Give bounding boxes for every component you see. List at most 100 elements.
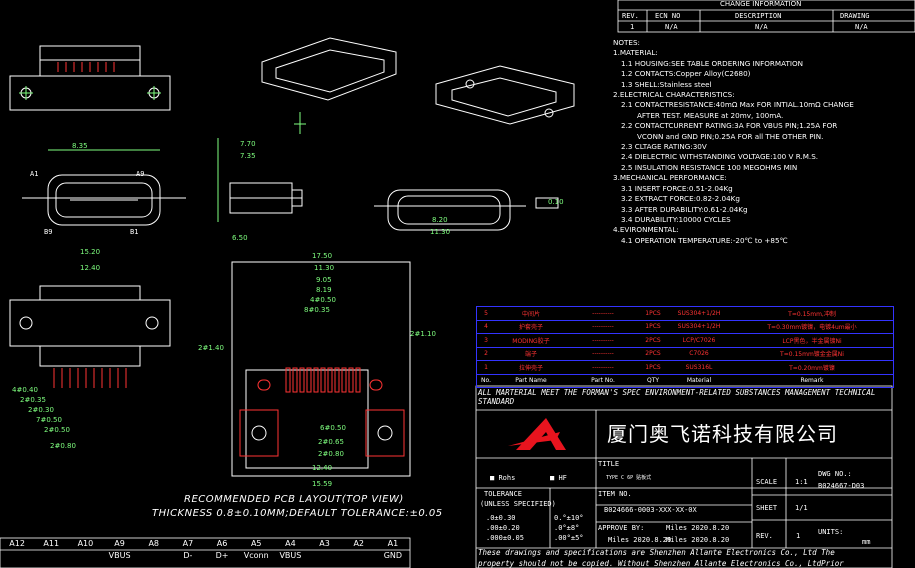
drawn-value-2: Miles 2020.8.20 — [666, 536, 730, 544]
dim-pcb-2x080: 2#0.80 — [318, 450, 344, 458]
bom-cell: 1PCS — [645, 323, 661, 331]
bom-cell: 2 — [484, 350, 488, 358]
sheet-value: 1/1 — [795, 504, 808, 512]
pin-function: D- — [183, 551, 193, 560]
tolerance-title: TOLERANCE — [484, 490, 522, 498]
dim-bottom-820: 8.20 — [432, 216, 448, 224]
dim-side-3: 7#0.50 — [36, 416, 62, 424]
dim-side-2: 2#0.30 — [28, 406, 54, 414]
dim-bottom-1130: 11.30 — [430, 228, 450, 236]
pin-label: A7 — [182, 539, 194, 548]
bom-cell: C7026 — [689, 350, 709, 358]
change-info-desc: N/A — [755, 23, 768, 31]
scale-value: 1:1 — [795, 478, 808, 486]
connector-3d-view — [261, 37, 575, 134]
title-label: TITLE — [598, 460, 620, 468]
bom-cell: SUS304+1/2H — [677, 309, 721, 317]
change-info-title: CHANGE INFORMATION — [720, 0, 802, 8]
drawn-value: Miles 2020.8.20 — [608, 536, 672, 544]
dwg-value: B024667-D03 — [818, 482, 865, 490]
dim-pcb-2x110: 2#1.10 — [410, 330, 436, 338]
pin-label: A4 — [285, 539, 296, 548]
dim-pcb-819: 8.19 — [316, 286, 332, 294]
dim-front-width: 8.35 — [72, 142, 88, 150]
dim-pcb-2x140: 2#1.40 — [198, 344, 224, 352]
label-a1: A1 — [30, 170, 38, 178]
tolerance-angle-2: .00°±5° — [554, 534, 584, 542]
bom-cell: T=0.15mm,冲制 — [788, 310, 836, 318]
note-item: 4.EVIRONMENTAL: — [613, 225, 679, 235]
units-label: UNITS: — [818, 528, 844, 536]
dim-pcb-2x065: 2#0.65 — [318, 438, 344, 446]
bom-cell: 4 — [484, 323, 488, 331]
bom-cell: 1PCS — [645, 363, 661, 371]
dim-side-650: 6.50 — [232, 234, 248, 242]
bom-cell: ---------- — [592, 309, 614, 317]
dim-side-1: 2#0.35 — [20, 396, 46, 404]
rev-value: 1 — [796, 532, 801, 540]
dim-pcb-1559: 15.59 — [312, 480, 332, 488]
bom-header: Material — [686, 377, 712, 385]
bom-cell: T=0.30mm镀镍，电镀4um最小 — [767, 324, 857, 332]
approve-value: Miles 2020.8.20 — [666, 524, 730, 532]
pin-label: A10 — [77, 539, 94, 548]
rev-label: REV. — [756, 532, 773, 540]
connector-bottom-view — [374, 189, 559, 231]
bom-header: Part No. — [591, 377, 615, 385]
note-item: VCONN and GND PIN;0.25A FOR all THE OTHE… — [637, 131, 824, 141]
title-value: TYPE C 6P 贴板式 — [606, 475, 652, 481]
units-value: mm — [862, 538, 871, 546]
bom-cell: T=0.20mm镀镍 — [789, 364, 835, 372]
bom-cell: SUS304+1/2H — [677, 323, 721, 331]
tolerance-sub: (UNLESS SPECIFIED) — [480, 500, 556, 508]
bom-cell: 1 — [484, 363, 488, 371]
note-item: 1.1 HOUSING:SEE TABLE ORDERING INFORMATI… — [621, 58, 803, 68]
note-item: 2.5 INSULATION RESISTANCE 100 MEGOHMS MI… — [621, 162, 798, 172]
pin-label: A1 — [387, 539, 399, 548]
change-info-header-drawing: DRAWING — [840, 12, 870, 20]
connector-top-view — [9, 45, 171, 111]
dim-side-4: 2#0.50 — [44, 426, 70, 434]
pin-function: VBUS — [279, 551, 302, 560]
dim-pcb-1130: 11.30 — [314, 264, 334, 272]
tolerance-linear-2: .000±0.05 — [486, 534, 524, 542]
pcb-pads — [285, 367, 361, 393]
connector-side-view — [217, 138, 303, 222]
bom-cell: 拉伸壳子 — [518, 364, 543, 372]
bom-header: Part Name — [515, 377, 547, 385]
bom-cell: LCP/C7026 — [682, 336, 716, 344]
note-item: 3.4 DURABILITY:10000 CYCLES — [621, 214, 731, 224]
dim-pcb-450: 4#0.50 — [310, 296, 336, 304]
bom-cell: ---------- — [592, 336, 614, 344]
bom-cell: 2PCS — [645, 336, 661, 344]
dimension-labels: 8.35 7.70 7.35 6.50 8.20 11.30 0.10 15.2… — [12, 140, 564, 488]
bom-cell: ---------- — [592, 323, 614, 331]
note-item: AFTER TEST. MEASURE at 20mv, 100mA. — [637, 110, 784, 120]
dim-1520: 15.20 — [80, 248, 100, 256]
notes-list: 1.MATERIAL:1.1 HOUSING:SEE TABLE ORDERIN… — [613, 48, 913, 246]
bom-cell: MODING胶子 — [512, 337, 550, 345]
note-item: 1.MATERIAL: — [613, 48, 658, 58]
bom-cell: ---------- — [592, 350, 614, 358]
label-b1: B1 — [130, 228, 138, 236]
item-label: ITEM NO. — [598, 490, 632, 498]
note-item: 3.MECHANICAL PERFORMANCE: — [613, 173, 727, 183]
bom-cell: 1PCS — [645, 309, 661, 317]
change-info-header-ecn: ECN NO — [655, 12, 681, 20]
bom-cell: ---------- — [592, 363, 614, 371]
sheet-label: SHEET — [756, 504, 778, 512]
company-name: 厦门奥飞诺科技有限公司 — [607, 422, 838, 446]
scale-label: SCALE — [756, 478, 778, 486]
change-info-drawing: N/A — [855, 23, 868, 31]
bom-header: QTY — [646, 377, 660, 385]
note-item: 3.2 EXTRACT FORCE:0.82-2.04Kg — [621, 194, 740, 204]
pin-label: A9 — [114, 539, 125, 548]
bom-cell: 端子 — [524, 351, 537, 359]
rohs-checkbox: ■ Rohs — [490, 474, 516, 482]
compliance-statement: ALL MARTERIAL MEET THE FORMAN'S SPEC ENV… — [478, 388, 876, 406]
change-info-table — [617, 0, 915, 33]
